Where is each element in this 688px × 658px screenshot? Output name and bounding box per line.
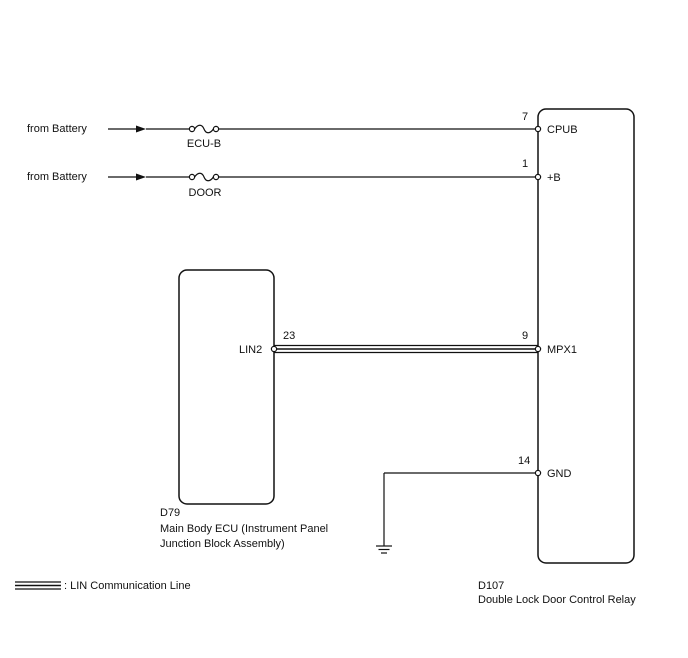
relay-pin-plus-b-name: +B [547, 172, 561, 184]
battery-arrow-head-2 [136, 173, 146, 181]
fuse-ecu-b-icon [188, 124, 220, 134]
relay-pin-plus-b-number: 1 [522, 158, 528, 170]
relay-pin-cpub-number: 7 [522, 111, 528, 123]
battery-arrow-head-1 [136, 125, 146, 133]
legend-lin-label: : LIN Communication Line [64, 580, 191, 592]
fuse-ecu-b-label: ECU-B [187, 138, 221, 150]
battery-source-label-2: from Battery [27, 171, 87, 183]
relay-pin-mpx1-number: 9 [522, 330, 528, 342]
relay-pin-mpx1-terminal [534, 345, 542, 353]
fuse-door-icon [188, 172, 220, 182]
relay-pin-mpx1-name: MPX1 [547, 344, 577, 356]
relay-pin-cpub-name: CPUB [547, 124, 578, 136]
relay-box [537, 108, 635, 564]
relay-pin-plus-b-terminal [534, 173, 542, 181]
ecu-pin-lin2-terminal [270, 345, 278, 353]
battery-source-label-1: from Battery [27, 123, 87, 135]
relay-name: Double Lock Door Control Relay [478, 594, 636, 606]
relay-pin-gnd-terminal [534, 469, 542, 477]
relay-pin-gnd-number: 14 [518, 455, 530, 467]
ecu-box [178, 269, 275, 505]
fuse-door-label: DOOR [189, 187, 222, 199]
ecu-pin-lin2-name: LIN2 [239, 344, 262, 356]
relay-connector-id: D107 [478, 580, 504, 592]
lin-communication-line [274, 344, 538, 354]
relay-pin-gnd-name: GND [547, 468, 572, 480]
ecu-name-line-2: Junction Block Assembly) [160, 538, 285, 550]
ecu-pin-lin2-number: 23 [283, 330, 295, 342]
legend-lin-line-symbol [15, 581, 61, 590]
relay-pin-cpub-terminal [534, 125, 542, 133]
ground-icon [376, 545, 392, 554]
ecu-name-line-1: Main Body ECU (Instrument Panel [160, 523, 328, 535]
ecu-connector-id: D79 [160, 507, 180, 519]
